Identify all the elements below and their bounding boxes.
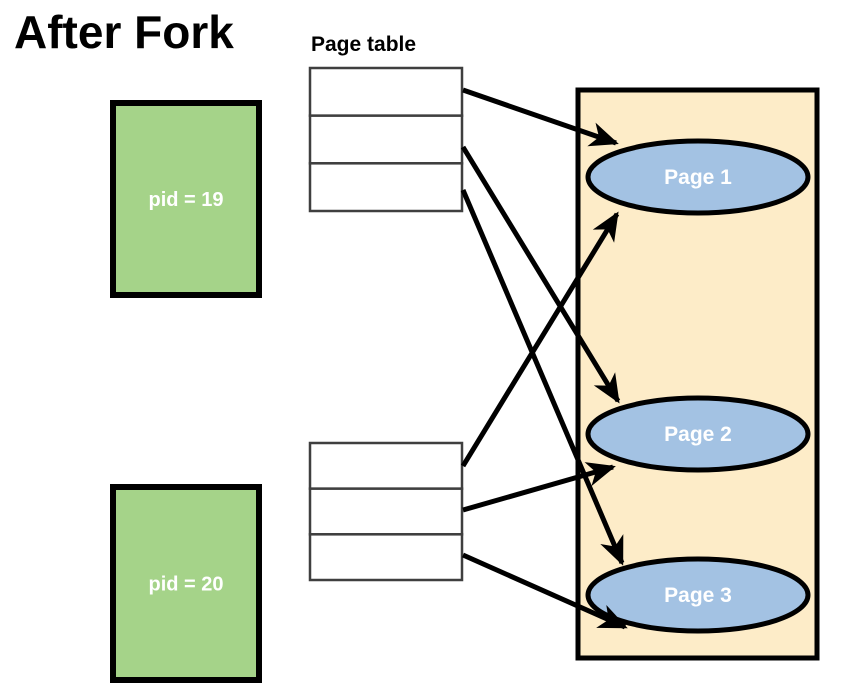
- page-table-row[interactable]: [308, 487, 464, 536]
- process-pid-label: pid = 19: [148, 189, 223, 211]
- process-box-2[interactable]: pid = 20: [110, 484, 262, 683]
- mapping-arrow: [462, 462, 616, 513]
- process-pid-label: pid = 20: [148, 574, 223, 596]
- page-label: Page 1: [664, 166, 732, 189]
- page-table-cell: [308, 162, 464, 213]
- page-table-1[interactable]: [308, 66, 464, 213]
- process-rect: [110, 484, 262, 683]
- page-table-row[interactable]: [308, 66, 464, 117]
- process-boxes: pid = 19 pid = 20: [110, 100, 262, 683]
- page-table-cell: [308, 487, 464, 536]
- page-label: Page 2: [664, 423, 732, 446]
- page-table-2[interactable]: [308, 441, 464, 582]
- page-table-label: Page table: [311, 33, 416, 56]
- mapping-arrow: [460, 145, 621, 404]
- mapping-arrow: [460, 189, 625, 566]
- page-table-row[interactable]: [308, 114, 464, 165]
- process-rect: [110, 100, 262, 298]
- physical-memory-region: Page 1 Page 2 Page 3: [575, 87, 820, 661]
- page-table-cell: [308, 441, 464, 490]
- page-table-cell: [308, 114, 464, 165]
- page-table-row[interactable]: [308, 533, 464, 582]
- page-node-2[interactable]: Page 2: [585, 395, 811, 473]
- page-ellipse: [585, 138, 811, 216]
- process-box-1[interactable]: pid = 19: [110, 100, 262, 298]
- mapping-arrow: [461, 552, 628, 630]
- page-tables: [308, 66, 464, 582]
- page-table-row[interactable]: [308, 441, 464, 490]
- mapping-arrow: [460, 211, 620, 468]
- page-node-1[interactable]: Page 1: [585, 138, 811, 216]
- page-title: After Fork: [14, 6, 234, 58]
- page-label: Page 3: [664, 584, 732, 607]
- page-ellipse: [585, 556, 811, 634]
- page-table-cell: [308, 66, 464, 117]
- page-ellipse: [585, 395, 811, 473]
- page-node-3[interactable]: Page 3: [585, 556, 811, 634]
- page-table-row[interactable]: [308, 162, 464, 213]
- mapping-arrow: [462, 87, 619, 147]
- page-table-cell: [308, 533, 464, 582]
- page-mappings: [460, 87, 628, 630]
